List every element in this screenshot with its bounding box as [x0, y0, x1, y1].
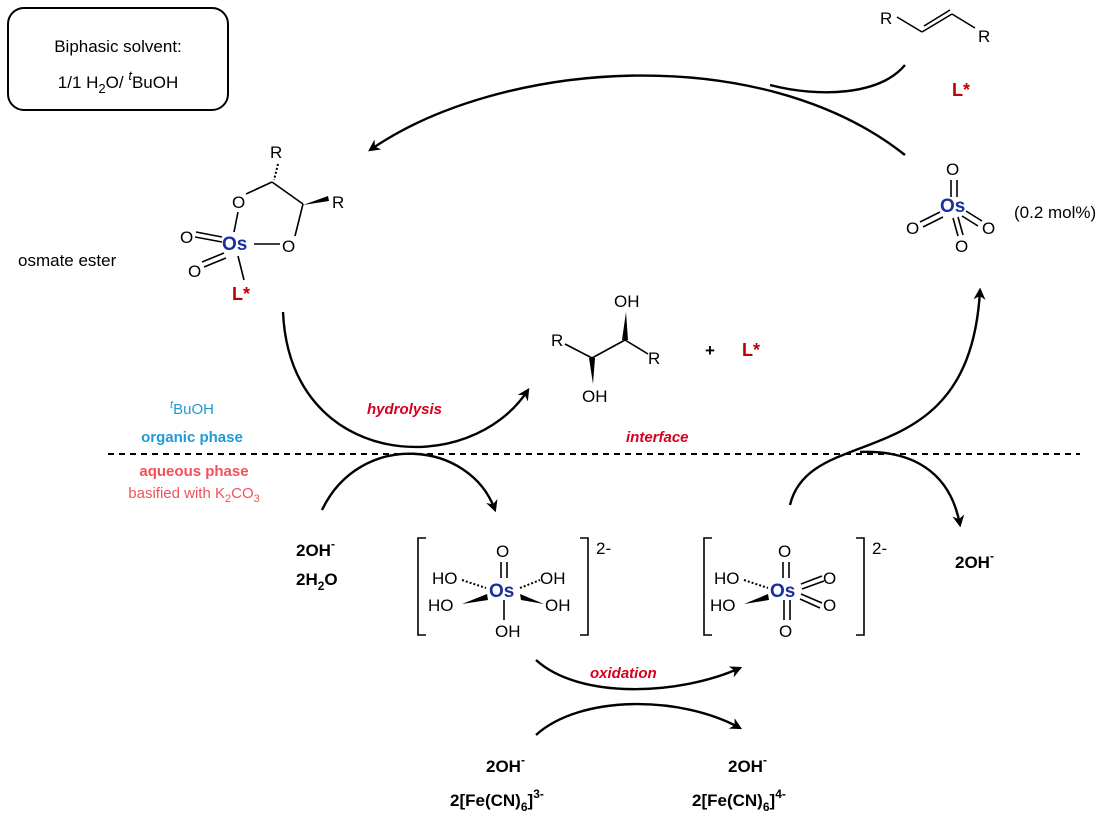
svg-text:OH: OH [614, 292, 640, 311]
ferrocyanide: 2OH- 2[Fe(CN)6]4- [692, 753, 786, 814]
svg-text:R: R [551, 331, 563, 350]
ferrocyanide-label: 2[Fe(CN)6]4- [692, 787, 786, 814]
hydrolysis-label: hydrolysis [367, 401, 442, 418]
os-label-ester: Os [222, 234, 247, 255]
interface-label: interface [626, 429, 689, 446]
top-arc-arrow [368, 74, 906, 156]
svg-text:HO: HO [428, 596, 454, 615]
os-label-oso4: Os [940, 196, 965, 217]
osmium-tetroxide: O Os O O O (0.2 mol%) [906, 160, 1096, 256]
svg-text:O: O [496, 542, 509, 561]
hydroxide-uptake-arrow [320, 452, 498, 513]
tbuoh-label: tBuOH [170, 399, 214, 418]
ferri-hydroxide: 2OH- [486, 753, 525, 776]
svg-text:O: O [982, 219, 995, 238]
svg-text:R: R [270, 143, 282, 162]
svg-text:O: O [779, 622, 792, 641]
alkene-r-left: R [880, 9, 892, 28]
charge-os8: 2- [872, 539, 887, 558]
svg-text:OH: OH [582, 387, 608, 406]
svg-text:O: O [955, 237, 968, 256]
svg-text:R: R [648, 349, 660, 368]
osmium-viii-complex: 2- O Os HO HO O O O [703, 537, 887, 641]
solvent-box: Biphasic solvent: 1/1 H2O/ tBuOH [7, 7, 229, 111]
svg-text:HO: HO [710, 596, 736, 615]
svg-text:O: O [282, 237, 295, 256]
os-label-viii: Os [770, 581, 795, 602]
right-hydroxide: 2OH- [955, 549, 994, 572]
svg-text:O: O [906, 219, 919, 238]
organic-phase-label: organic phase [141, 429, 243, 446]
ligand-ester: L* [232, 284, 250, 304]
solvent-title: Biphasic solvent: [54, 37, 182, 56]
svg-text:O: O [823, 596, 836, 615]
catalyst-loading: (0.2 mol%) [1014, 203, 1096, 222]
ferricyanide: 2OH- 2[Fe(CN)6]3- [450, 753, 544, 814]
oxidation-arrow-upper [535, 659, 743, 691]
charge-os6: 2- [596, 539, 611, 558]
diol-product: R R OH OH + L* [551, 292, 760, 406]
osmium-vi-complex: 2- O Os HO OH HO OH OH [417, 537, 611, 641]
svg-text:O: O [823, 569, 836, 588]
left-water: 2H2O [296, 570, 338, 593]
svg-text:OH: OH [540, 569, 566, 588]
oxidation-label: oxidation [590, 665, 657, 682]
hydroxide-release-arrow [859, 450, 965, 528]
svg-text:OH: OH [545, 596, 571, 615]
hydrolysis-arrow [281, 311, 530, 449]
oxidation-arrow-lower [535, 702, 743, 736]
aqueous-phase-label: aqueous phase [139, 463, 248, 480]
svg-text:O: O [232, 193, 245, 212]
svg-text:OH: OH [495, 622, 521, 641]
os-label-vi: Os [489, 581, 514, 602]
ligand-top: L* [952, 80, 970, 100]
svg-text:O: O [946, 160, 959, 179]
alkene-substrate: R R L* [880, 9, 990, 100]
ligand-released: L* [742, 340, 760, 360]
left-hydroxide: 2OH- [296, 537, 335, 560]
left-species: 2OH- 2H2O [296, 537, 338, 593]
solvent-ratio: 1/1 H2O/ tBuOH [58, 68, 178, 96]
svg-text:HO: HO [432, 569, 458, 588]
svg-text:R: R [332, 193, 344, 212]
plus-sign: + [705, 341, 715, 360]
svg-text:O: O [180, 228, 193, 247]
alkene-feed-arc [769, 64, 906, 94]
ferricyanide-label: 2[Fe(CN)6]3- [450, 787, 544, 814]
svg-text:O: O [188, 262, 201, 281]
osmate-ester-label: osmate ester [18, 251, 117, 270]
osmate-ester: osmate ester R R O O Os O O L* [18, 143, 344, 304]
alkene-r-right: R [978, 27, 990, 46]
svg-text:O: O [778, 542, 791, 561]
ferro-hydroxide: 2OH- [728, 753, 767, 776]
basified-label: basified with K2CO3 [128, 485, 259, 505]
reoxidation-arrow [788, 287, 986, 506]
svg-text:HO: HO [714, 569, 740, 588]
